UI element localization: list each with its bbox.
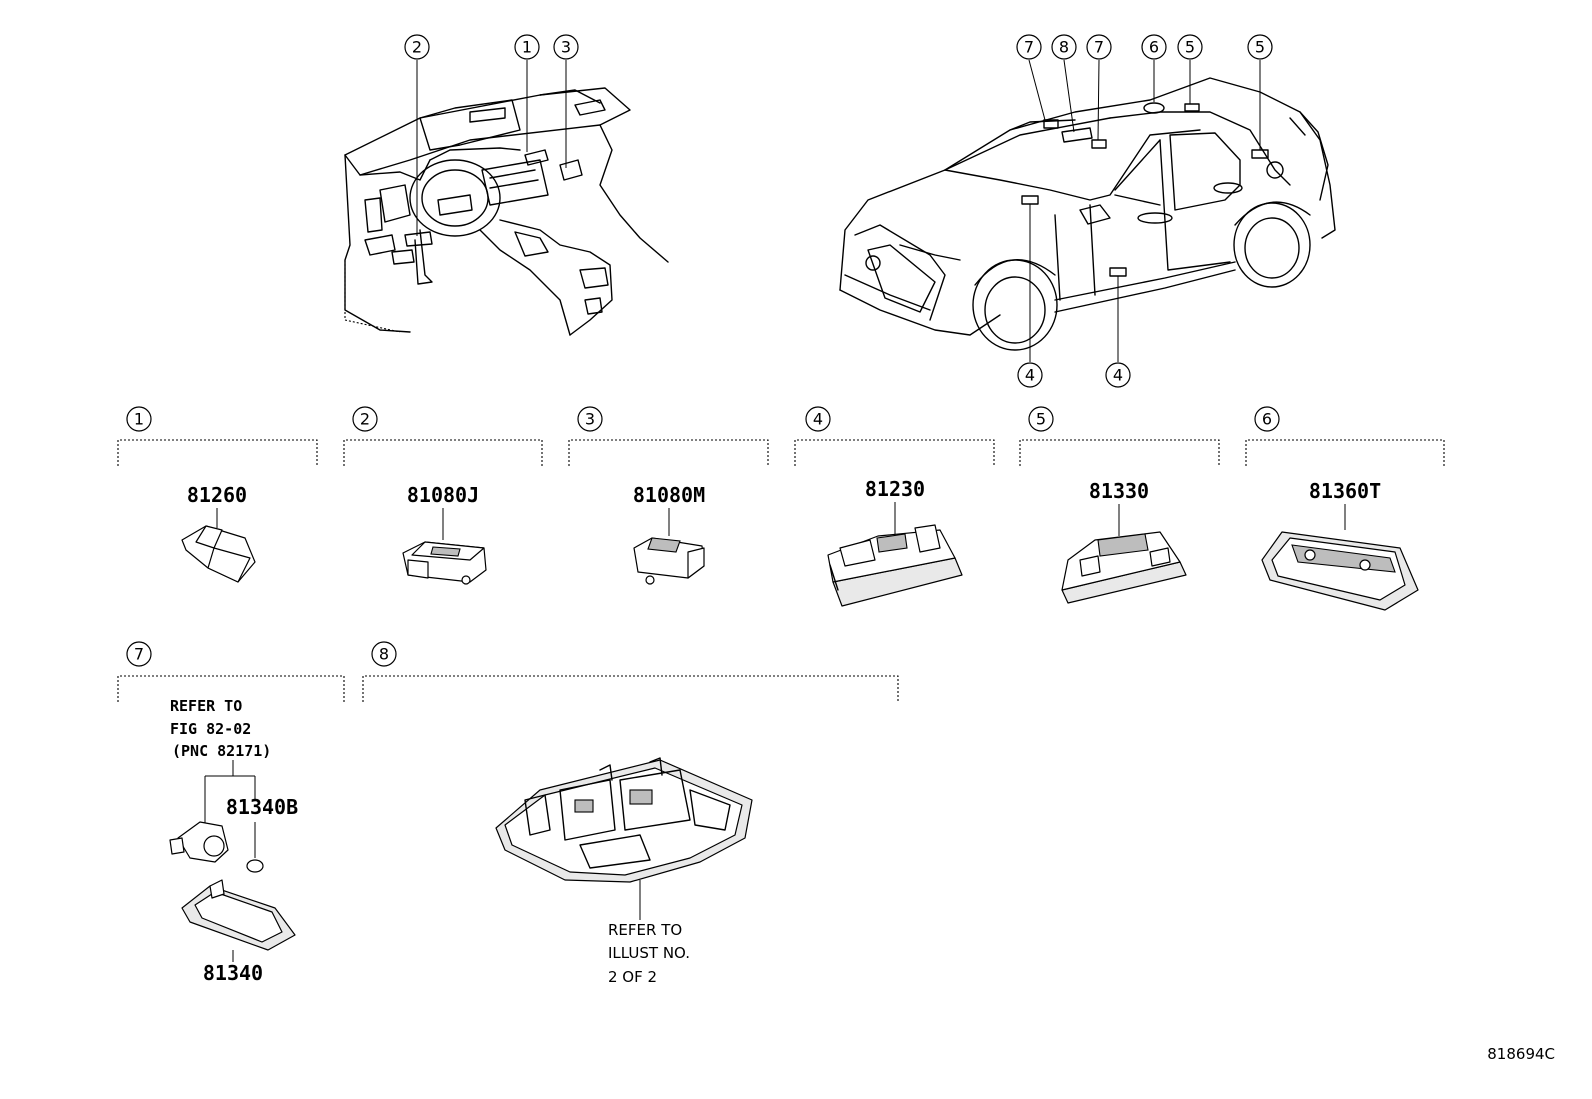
svg-text:4: 4 <box>1113 366 1123 385</box>
section-7-note-line-1: REFER TO <box>170 697 242 715</box>
part-81260-illustration <box>181 525 256 583</box>
section-8-note-line-2: ILLUST NO. <box>608 944 690 962</box>
section-1: 1 81260 <box>117 406 318 583</box>
callout-8-top: 8 <box>1051 34 1077 60</box>
interior-leader-lines <box>416 60 567 236</box>
part-number-81340: 81340 <box>203 961 263 985</box>
svg-text:8: 8 <box>1059 38 1069 57</box>
svg-text:6: 6 <box>1262 410 1272 429</box>
callout-1-top: 1 <box>514 34 540 60</box>
svg-text:7: 7 <box>134 645 144 664</box>
part-81080J-illustration <box>402 541 487 585</box>
svg-text:5: 5 <box>1255 38 1265 57</box>
part-81360T-illustration <box>1261 531 1419 611</box>
part-number-81080J: 81080J <box>407 483 479 507</box>
section-7-note-line-3: (PNC 82171) <box>172 742 271 760</box>
callout-7-top-b: 7 <box>1086 34 1112 60</box>
part-number-81340B: 81340B <box>226 795 298 819</box>
part-81340-lens-illustration <box>181 879 296 951</box>
svg-text:4: 4 <box>1025 366 1035 385</box>
figure-id: 818694C <box>1487 1045 1555 1063</box>
svg-text:2: 2 <box>412 38 422 57</box>
callout-2-top: 2 <box>404 34 430 60</box>
svg-text:3: 3 <box>585 410 595 429</box>
vehicle-exterior-illustration <box>839 77 1336 351</box>
svg-text:1: 1 <box>522 38 532 57</box>
overhead-console-assembly-illustration <box>495 757 753 883</box>
svg-text:2: 2 <box>360 410 370 429</box>
exterior-leader-lines <box>1028 59 1261 362</box>
callout-4-bottom-b: 4 <box>1105 362 1131 388</box>
section-8-note-line-3: 2 OF 2 <box>608 968 657 986</box>
section-3: 3 81080M <box>568 406 769 585</box>
part-81080M-illustration <box>633 537 705 585</box>
svg-text:1: 1 <box>134 410 144 429</box>
part-number-81230: 81230 <box>865 477 925 501</box>
part-number-81260: 81260 <box>187 483 247 507</box>
callout-7-top-a: 7 <box>1016 34 1042 60</box>
svg-text:4: 4 <box>813 410 823 429</box>
section-2: 2 81080J <box>343 406 543 585</box>
callout-6-top: 6 <box>1141 34 1167 60</box>
part-number-81360T: 81360T <box>1309 479 1381 503</box>
part-number-81330: 81330 <box>1089 479 1149 503</box>
svg-text:3: 3 <box>561 38 571 57</box>
callout-5-top-b: 5 <box>1247 34 1273 60</box>
part-81230-illustration <box>827 524 963 607</box>
section-8-note-line-1: REFER TO <box>608 921 682 939</box>
callout-4-bottom-a: 4 <box>1017 362 1043 388</box>
svg-text:7: 7 <box>1094 38 1104 57</box>
svg-text:5: 5 <box>1036 410 1046 429</box>
callout-3-top: 3 <box>553 34 579 60</box>
section-6: 6 81360T <box>1245 406 1445 611</box>
part-number-81080M: 81080M <box>633 483 705 507</box>
section-5: 5 81330 <box>1019 406 1220 604</box>
svg-text:7: 7 <box>1024 38 1034 57</box>
section-8: 8 REFER TO ILLUST NO. 2 OF 2 <box>362 641 899 986</box>
svg-text:8: 8 <box>379 645 389 664</box>
svg-text:5: 5 <box>1185 38 1195 57</box>
part-81330-illustration <box>1061 531 1187 604</box>
section-4: 4 81230 <box>794 406 995 607</box>
section-7: 7 REFER TO FIG 82-02 (PNC 82171) 81340B … <box>117 641 345 985</box>
interior-dashboard-illustration <box>344 87 669 336</box>
svg-text:6: 6 <box>1149 38 1159 57</box>
part-81340B-socket-illustration <box>169 821 264 873</box>
section-7-note-line-2: FIG 82-02 <box>170 720 251 738</box>
callout-5-top-a: 5 <box>1177 34 1203 60</box>
